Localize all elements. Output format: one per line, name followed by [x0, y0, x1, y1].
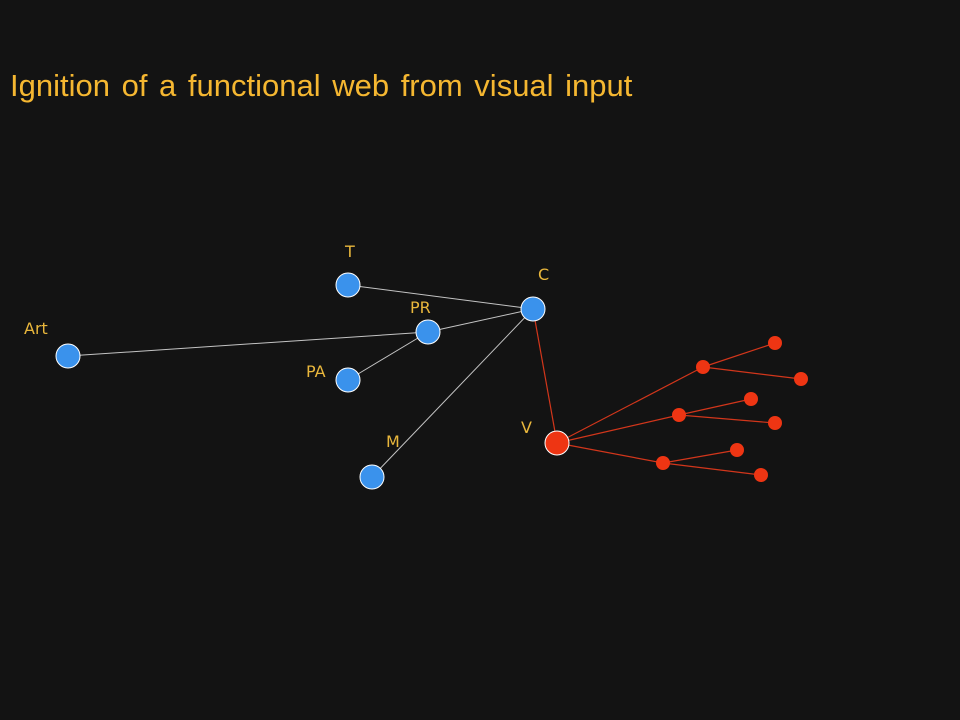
- node-t: [335, 272, 361, 298]
- link-pr-c: [427, 308, 534, 333]
- node-leaf-4: [768, 416, 782, 430]
- label-art: Art: [24, 319, 48, 338]
- label-c: C: [538, 265, 549, 284]
- node-pr: [415, 319, 441, 345]
- link-art-pr: [67, 331, 429, 357]
- node-c: [520, 296, 546, 322]
- link-b3-l6: [662, 462, 762, 476]
- node-m: [359, 464, 385, 490]
- link-b1-l2: [702, 366, 802, 380]
- node-leaf-6: [754, 468, 768, 482]
- link-v-b1: [556, 366, 704, 444]
- label-pr: PR: [410, 298, 431, 317]
- label-v: V: [521, 418, 532, 437]
- link-c-v: [532, 308, 558, 444]
- link-b3-l5: [662, 449, 738, 464]
- node-leaf-2: [794, 372, 808, 386]
- link-m-c: [371, 308, 534, 478]
- gray-links: [67, 284, 534, 478]
- node-v: [544, 430, 570, 456]
- link-b2-l3: [678, 398, 752, 416]
- node-branch-1: [696, 360, 710, 374]
- blue-nodes: [55, 272, 546, 490]
- node-pa: [335, 367, 361, 393]
- node-branch-2: [672, 408, 686, 422]
- node-art: [55, 343, 81, 369]
- link-v-b3: [556, 442, 664, 464]
- link-v-b2: [556, 414, 680, 444]
- node-leaf-5: [730, 443, 744, 457]
- link-pa-pr: [347, 331, 429, 381]
- node-leaf-1: [768, 336, 782, 350]
- link-b2-l4: [678, 414, 776, 424]
- node-labels: T C PR Art PA M V: [24, 242, 549, 451]
- label-pa: PA: [306, 362, 326, 381]
- label-t: T: [344, 242, 355, 261]
- node-branch-3: [656, 456, 670, 470]
- red-nodes: [544, 336, 808, 482]
- node-leaf-3: [744, 392, 758, 406]
- link-b1-l1: [702, 342, 776, 368]
- slide-title: Ignition of a functional web from visual…: [10, 68, 633, 103]
- red-links: [532, 308, 802, 476]
- label-m: M: [386, 432, 400, 451]
- link-t-c: [347, 284, 534, 310]
